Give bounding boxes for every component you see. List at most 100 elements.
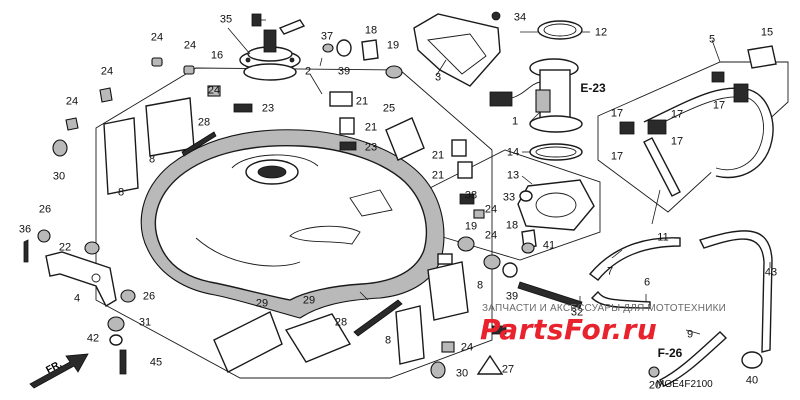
grommet-40: [741, 351, 763, 369]
callout-6: 6: [643, 276, 651, 289]
joint-17b: [619, 121, 635, 135]
callout-17-b: 17: [670, 108, 684, 121]
connector-15b: [733, 83, 749, 103]
ref-f26[interactable]: F-26: [657, 346, 683, 360]
callout-24-h: 24: [460, 341, 474, 354]
callout-8-d: 8: [384, 334, 392, 347]
grommet-30a: [52, 139, 68, 157]
callout-8-a: 8: [148, 153, 156, 166]
pad-8a: [103, 117, 139, 195]
callout-39-b: 39: [505, 290, 519, 303]
callout-33: 33: [502, 191, 516, 204]
callout-14: 14: [506, 146, 520, 159]
callout-13: 13: [506, 169, 520, 182]
pad-23a: [233, 103, 253, 113]
callout-3: 3: [434, 71, 442, 84]
bolt-26b: [120, 289, 136, 303]
pad-8b: [145, 97, 195, 157]
callout-42: 42: [86, 332, 100, 345]
callout-30-b: 30: [455, 367, 469, 380]
hose-5b: [643, 137, 681, 197]
callout-8-c: 8: [476, 279, 484, 292]
callout-24-c: 24: [100, 65, 114, 78]
gasket-14: [529, 143, 583, 161]
clip-20: [648, 366, 660, 378]
callout-37: 37: [320, 30, 334, 43]
nut-22: [84, 241, 100, 255]
rubber-19b: [457, 236, 475, 252]
callout-38: 38: [464, 189, 478, 202]
callout-30-a: 30: [52, 170, 66, 183]
callout-8-b: 8: [117, 186, 125, 199]
washer-39a: [336, 39, 352, 57]
callout-40: 40: [745, 374, 759, 387]
callout-27: 27: [501, 363, 515, 376]
callout-2: 2: [304, 65, 312, 78]
grommet-30b: [430, 361, 446, 379]
strip-28a: [181, 131, 217, 157]
callout-34: 34: [513, 11, 527, 24]
nut-37: [322, 43, 334, 53]
washer-39b: [502, 262, 518, 278]
pad-21b: [329, 91, 353, 107]
pad-29b: [284, 313, 352, 363]
bolt-24a: [151, 57, 163, 67]
callout-32: 32: [570, 306, 584, 319]
callout-26-b: 26: [142, 290, 156, 303]
callout-24-d: 24: [65, 95, 79, 108]
pad-8d: [427, 261, 469, 321]
callout-41: 41: [542, 239, 556, 252]
callout-29-b: 29: [255, 297, 269, 310]
callout-19-b: 19: [464, 220, 478, 233]
callout-43: 43: [764, 266, 778, 279]
callout-1: 1: [511, 115, 519, 128]
callout-23-b: 23: [364, 141, 378, 154]
callout-17-a: 17: [712, 99, 726, 112]
callout-21-b: 21: [364, 121, 378, 134]
fuel-pump-assembly: [489, 58, 583, 133]
clip-38: [459, 193, 475, 205]
callout-22: 22: [58, 241, 72, 254]
hose-5: [643, 87, 774, 179]
callout-28-a: 28: [197, 116, 211, 129]
fuel-cap-assembly: [239, 19, 306, 81]
callout-29-a: 29: [302, 294, 316, 307]
callout-24-g: 24: [484, 229, 498, 242]
callout-20: 20: [648, 379, 662, 392]
pad-21c: [339, 117, 355, 135]
callout-36: 36: [18, 223, 32, 236]
pad-25: [385, 117, 425, 161]
site-logo: PartsFor.ru: [480, 313, 658, 346]
ref-e23[interactable]: E-23: [580, 81, 606, 95]
callout-4: 4: [73, 292, 81, 305]
callout-24-b: 24: [183, 39, 197, 52]
callout-23-a: 23: [261, 102, 275, 115]
bolt-26a: [37, 229, 51, 243]
pad-23c: [491, 325, 507, 335]
callout-24-e: 24: [207, 84, 221, 97]
callout-19-a: 19: [386, 39, 400, 52]
callout-18-a: 18: [364, 24, 378, 37]
screw-35: [251, 13, 262, 27]
washer-42: [109, 334, 123, 346]
rubber-31: [107, 316, 125, 332]
callout-21-c: 21: [431, 149, 445, 162]
nut-27: [476, 354, 504, 375]
clip-24f: [441, 341, 455, 353]
pad-8c: [395, 305, 425, 365]
bolt-24e: [473, 209, 485, 219]
callout-15: 15: [760, 26, 774, 39]
callout-9: 9: [686, 328, 694, 341]
bolt-36: [23, 239, 29, 263]
callout-21-d: 21: [431, 169, 445, 182]
bracket-3: [413, 13, 501, 87]
pad-21a: [207, 85, 221, 97]
rubber-19a: [385, 65, 403, 79]
joint-17c: [711, 71, 725, 83]
watermark-text: ЗАПЧАСТИ И АКСЕССУАРЫ ДЛЯ МОТОТЕХНИКИ: [482, 303, 727, 314]
hose-43: [699, 230, 773, 353]
callout-17-c: 17: [610, 107, 624, 120]
hose-6: [591, 290, 651, 309]
callout-28-b: 28: [334, 316, 348, 329]
callout-7: 7: [606, 265, 614, 278]
